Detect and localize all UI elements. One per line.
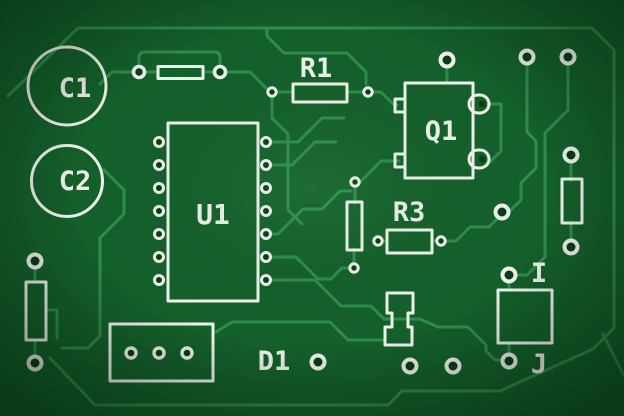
pcb-board: C1 C2 U1 R1 Q1 R3 D1 I J [0, 0, 624, 416]
board-vignette [0, 0, 624, 416]
pcb-board-image: C1 C2 U1 R1 Q1 R3 D1 I J [0, 0, 624, 416]
